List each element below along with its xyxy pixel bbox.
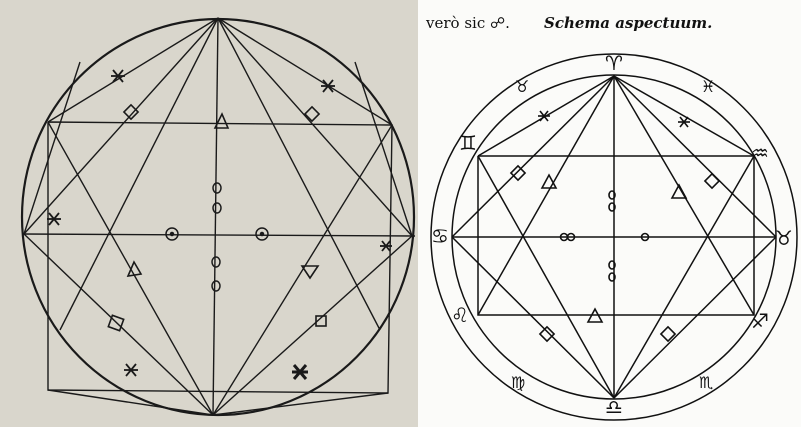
- trine-symbol-top: [213, 112, 230, 129]
- small-circle-3: [211, 256, 221, 268]
- printed-aspect-diagram: ♈ ♉ ♓ ♊ ♒ ♋ ♉ ♌ ♐ ♍ ♏ ♎: [430, 51, 798, 421]
- square-symbol-right-upper: [703, 172, 721, 190]
- schema-title: Schema aspectuum.: [544, 14, 713, 32]
- sagittarius-sign: ♐: [751, 309, 769, 333]
- line-top-right: [217, 17, 393, 126]
- manuscript-aspect-diagram: [20, 17, 416, 417]
- trine-symbol-right: [300, 265, 320, 280]
- sextile-star-bottom-left: [124, 363, 138, 377]
- gemini-sign: ♊: [459, 131, 477, 155]
- manuscript-diagram-panel: [0, 0, 418, 427]
- line-left-upper: [23, 61, 81, 235]
- leo-sign: ♌: [451, 303, 469, 327]
- opposition-circle-right: [255, 227, 269, 241]
- taurus-sign-upper: ♉: [515, 77, 529, 96]
- line-top-left-3: [59, 17, 219, 331]
- conjunction-circle-1: [608, 190, 616, 200]
- horizontal-axis: [21, 233, 416, 237]
- square-symbol-left-upper: [509, 164, 527, 182]
- opposition-circle-left: [165, 227, 179, 241]
- line-bottom-right-3: [212, 392, 389, 416]
- conjunction-circle-2: [608, 202, 616, 212]
- virgo-sign: ♍: [511, 373, 525, 392]
- line-bottom-left-3: [47, 389, 214, 416]
- sextile-star-right: [678, 116, 690, 128]
- sextile-star-right: [380, 240, 392, 252]
- line-top-right-2: [217, 17, 413, 237]
- cancer-sign: ♋: [431, 224, 449, 248]
- line-bottom-right-2: [212, 235, 413, 416]
- line-bottom-left-2: [23, 233, 214, 416]
- opposition-dot-right: [259, 231, 265, 237]
- conjunction-circle-3: [608, 260, 616, 270]
- square-symbol-left-lower: [538, 325, 556, 343]
- taurus-sign-right: ♉: [775, 226, 793, 250]
- sextile-star-bottom-right: [292, 364, 308, 380]
- sextile-star-left: [538, 110, 550, 122]
- square-symbol-right-lower: [659, 325, 677, 343]
- header-fragment: verò sic ☍.: [426, 14, 510, 32]
- aries-sign: ♈: [605, 51, 623, 75]
- opposition-dot-left: [169, 231, 175, 237]
- aquarius-sign: ♒: [751, 141, 769, 165]
- opposition-circle-right-a: [640, 232, 650, 242]
- square-symbol-top-right: [303, 105, 321, 123]
- sextile-star-left: [47, 212, 61, 226]
- outer-ring: [430, 53, 798, 421]
- scorpio-sign: ♏: [699, 373, 713, 392]
- trine-symbol-left: [540, 173, 558, 189]
- line-top-left: [47, 17, 219, 123]
- libra-sign: ♎: [605, 395, 623, 419]
- printed-schema-panel: verò sic ☍. Schema aspectuum.: [418, 0, 801, 427]
- sextile-star-top-left: [111, 69, 125, 83]
- trine-symbol-bottom: [586, 307, 604, 323]
- conjunction-circle-4: [608, 272, 616, 282]
- pisces-sign: ♓: [701, 77, 715, 96]
- outer-circle: [20, 17, 416, 417]
- inner-rectangle: [477, 155, 755, 316]
- square-symbol-bottom-left: [107, 314, 125, 332]
- opposition-circle-left-b: [566, 232, 576, 242]
- line-top-right-3: [217, 17, 381, 331]
- trine-symbol-left: [126, 260, 143, 278]
- square-symbol-top-left: [122, 103, 140, 121]
- small-circle-2: [212, 202, 222, 214]
- trine-symbol-right: [670, 183, 688, 199]
- vertical-axis: [212, 17, 219, 416]
- square-symbol-bottom-right: [315, 315, 327, 327]
- sextile-star-top-right: [321, 79, 335, 93]
- line-bottom-right: [212, 124, 393, 416]
- line-right-upper: [354, 61, 413, 237]
- line-top-left-2: [23, 17, 219, 235]
- small-circle-4: [211, 280, 221, 292]
- inner-rectangle: [47, 121, 393, 394]
- small-circle-1: [212, 182, 222, 194]
